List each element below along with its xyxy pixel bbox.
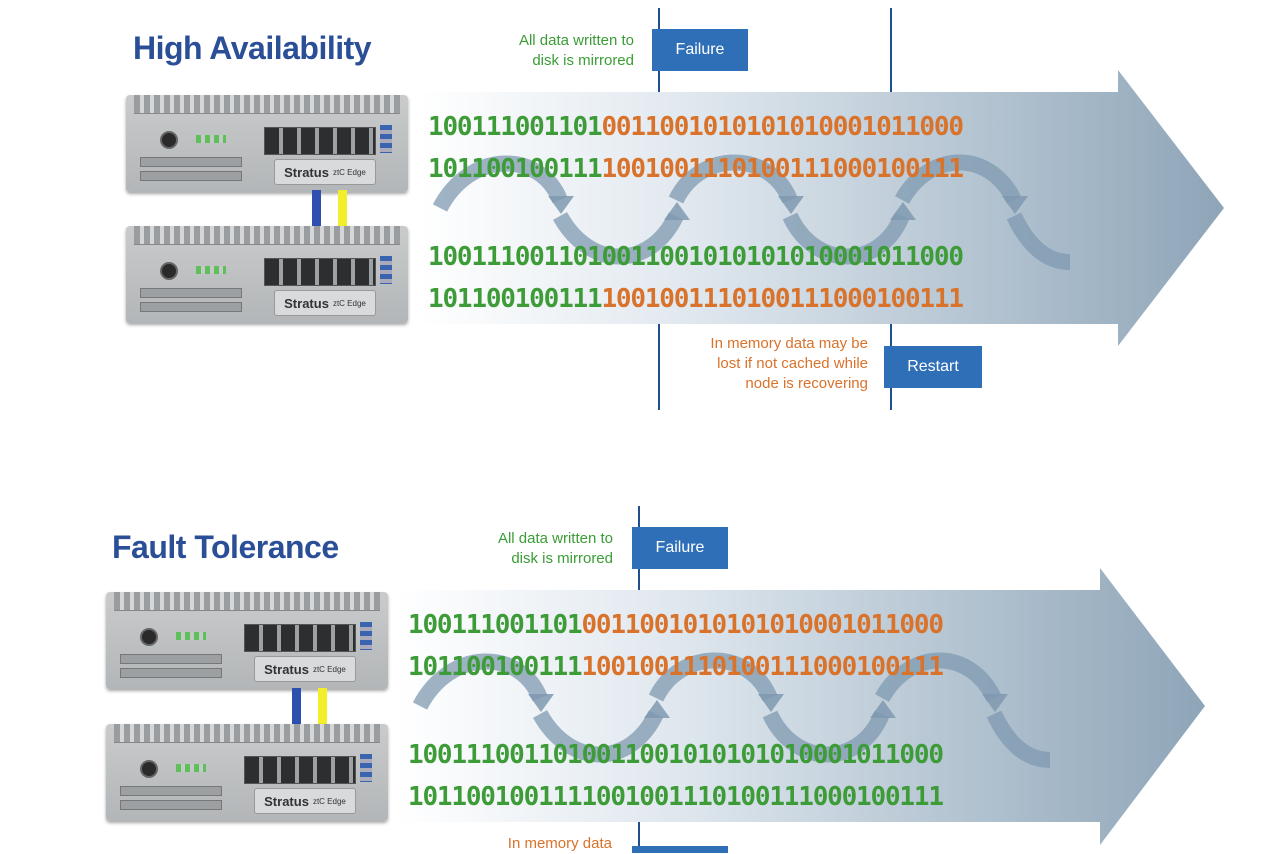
mirror-note-line-1: All data written to [518,32,634,49]
memory-note-line-1: In memory data may be [710,335,868,352]
power-button-icon [140,628,158,646]
heat-fins [114,592,380,611]
ethernet-ports [244,624,356,652]
restart-label-box: Restart [884,346,982,388]
data-flow-arrow [418,70,1224,346]
mirror-note-line-2: disk is mirrored [511,550,613,567]
power-button-icon [160,262,178,280]
section-title: High Availability [133,30,372,66]
binary-row-4: 1011001001111001001110100111000100111 [428,284,964,314]
device-model: ztC Edge [332,298,366,308]
binary-row-2: 1011001001111001001110100111000100111 [428,154,964,184]
status-leds [176,632,206,640]
mirror-note: All data written to disk is mirrored [519,31,634,71]
binary-row-4-written: 1011001001111001001110100111000100111 [408,782,944,812]
status-leds [196,266,226,274]
binary-row-3: 1001110011010011001010101010001011000 [428,242,964,272]
yellow-sync-cable [318,688,327,726]
heat-fins [134,95,400,114]
power-button-icon [140,760,158,778]
failure-line-lower [658,324,660,410]
binary-row-3-written: 1001110011010011001010101010001011000 [408,740,944,770]
status-leds [176,764,206,772]
device-model: ztC Edge [312,796,346,806]
binary-row-2-written: 101100100111 [428,154,603,184]
binary-row-3: 1001110011010011001010101010001011000 [408,740,944,770]
memory-note: In memory data may be lost if not cached… [710,334,868,394]
binary-row-3-memory: 0011001010101010001011000 [601,242,964,272]
usb-ports [380,125,392,153]
binary-row-1-memory: 0011001010101010001011000 [581,610,944,640]
drive-bay [140,157,242,167]
cycle-arrows [432,154,1071,270]
binary-row-4-memory: 1001001110100111000100111 [601,284,964,314]
blue-sync-cable [312,190,321,228]
memory-note: In memory data [508,834,612,854]
ethernet-ports [264,127,376,155]
device-model: ztC Edge [332,167,366,177]
drive-bay [140,288,242,298]
yellow-sync-cable [338,190,347,228]
drive-bay [120,786,222,796]
mirror-note: All data written to disk is mirrored [498,529,613,569]
binary-row-1: 1001110011010011001010101010001011000 [428,112,964,142]
memory-note-line-2: lost if not cached while [717,355,868,372]
binary-row-3-written: 100111001101 [428,242,603,272]
binary-row-4-written: 101100100111 [428,284,603,314]
binary-row-4: 1011001001111001001110100111000100111 [408,782,944,812]
device-brand: Stratus [284,295,329,311]
heat-fins [114,724,380,743]
binary-row-2: 1011001001111001001110100111000100111 [408,652,944,682]
ethernet-ports [244,756,356,784]
high-availability-section: High Availability A [0,0,1280,420]
binary-row-2-memory: 1001001110100111000100111 [601,154,964,184]
usb-ports [380,256,392,284]
status-leds [196,135,226,143]
section-title: Fault Tolerance [112,529,339,565]
failure-label-box: Failure [652,29,748,71]
mirror-note-line-2: disk is mirrored [532,52,634,69]
restart-box-partial [632,846,728,853]
ethernet-ports [264,258,376,286]
power-button-icon [160,131,178,149]
binary-row-1-written: 100111001101 [428,112,603,142]
device-model: ztC Edge [312,664,346,674]
mirror-note-line-1: All data written to [497,530,613,547]
failure-line-lower [638,822,640,853]
device-brand: Stratus [264,793,309,809]
memory-note-line-3: node is recovering [745,375,868,392]
binary-row-1-memory: 0011001010101010001011000 [601,112,964,142]
device-brand: Stratus [264,661,309,677]
binary-row-1-written: 100111001101 [408,610,583,640]
failure-label-box: Failure [632,527,728,569]
memory-note-line-1: In memory data [507,835,612,852]
drive-bay [120,654,222,664]
blue-sync-cable [292,688,301,726]
drive-bay [140,171,242,181]
usb-ports [360,622,372,650]
binary-row-2-memory: 1001001110100111000100111 [581,652,944,682]
drive-bay [120,800,222,810]
binary-row-1: 1001110011010011001010101010001011000 [408,610,944,640]
cycle-arrows [412,652,1051,768]
binary-row-2-written: 101100100111 [408,652,583,682]
drive-bay [120,668,222,678]
drive-bay [140,302,242,312]
restart-line [890,8,892,92]
usb-ports [360,754,372,782]
device-brand: Stratus [284,164,329,180]
heat-fins [134,226,400,245]
